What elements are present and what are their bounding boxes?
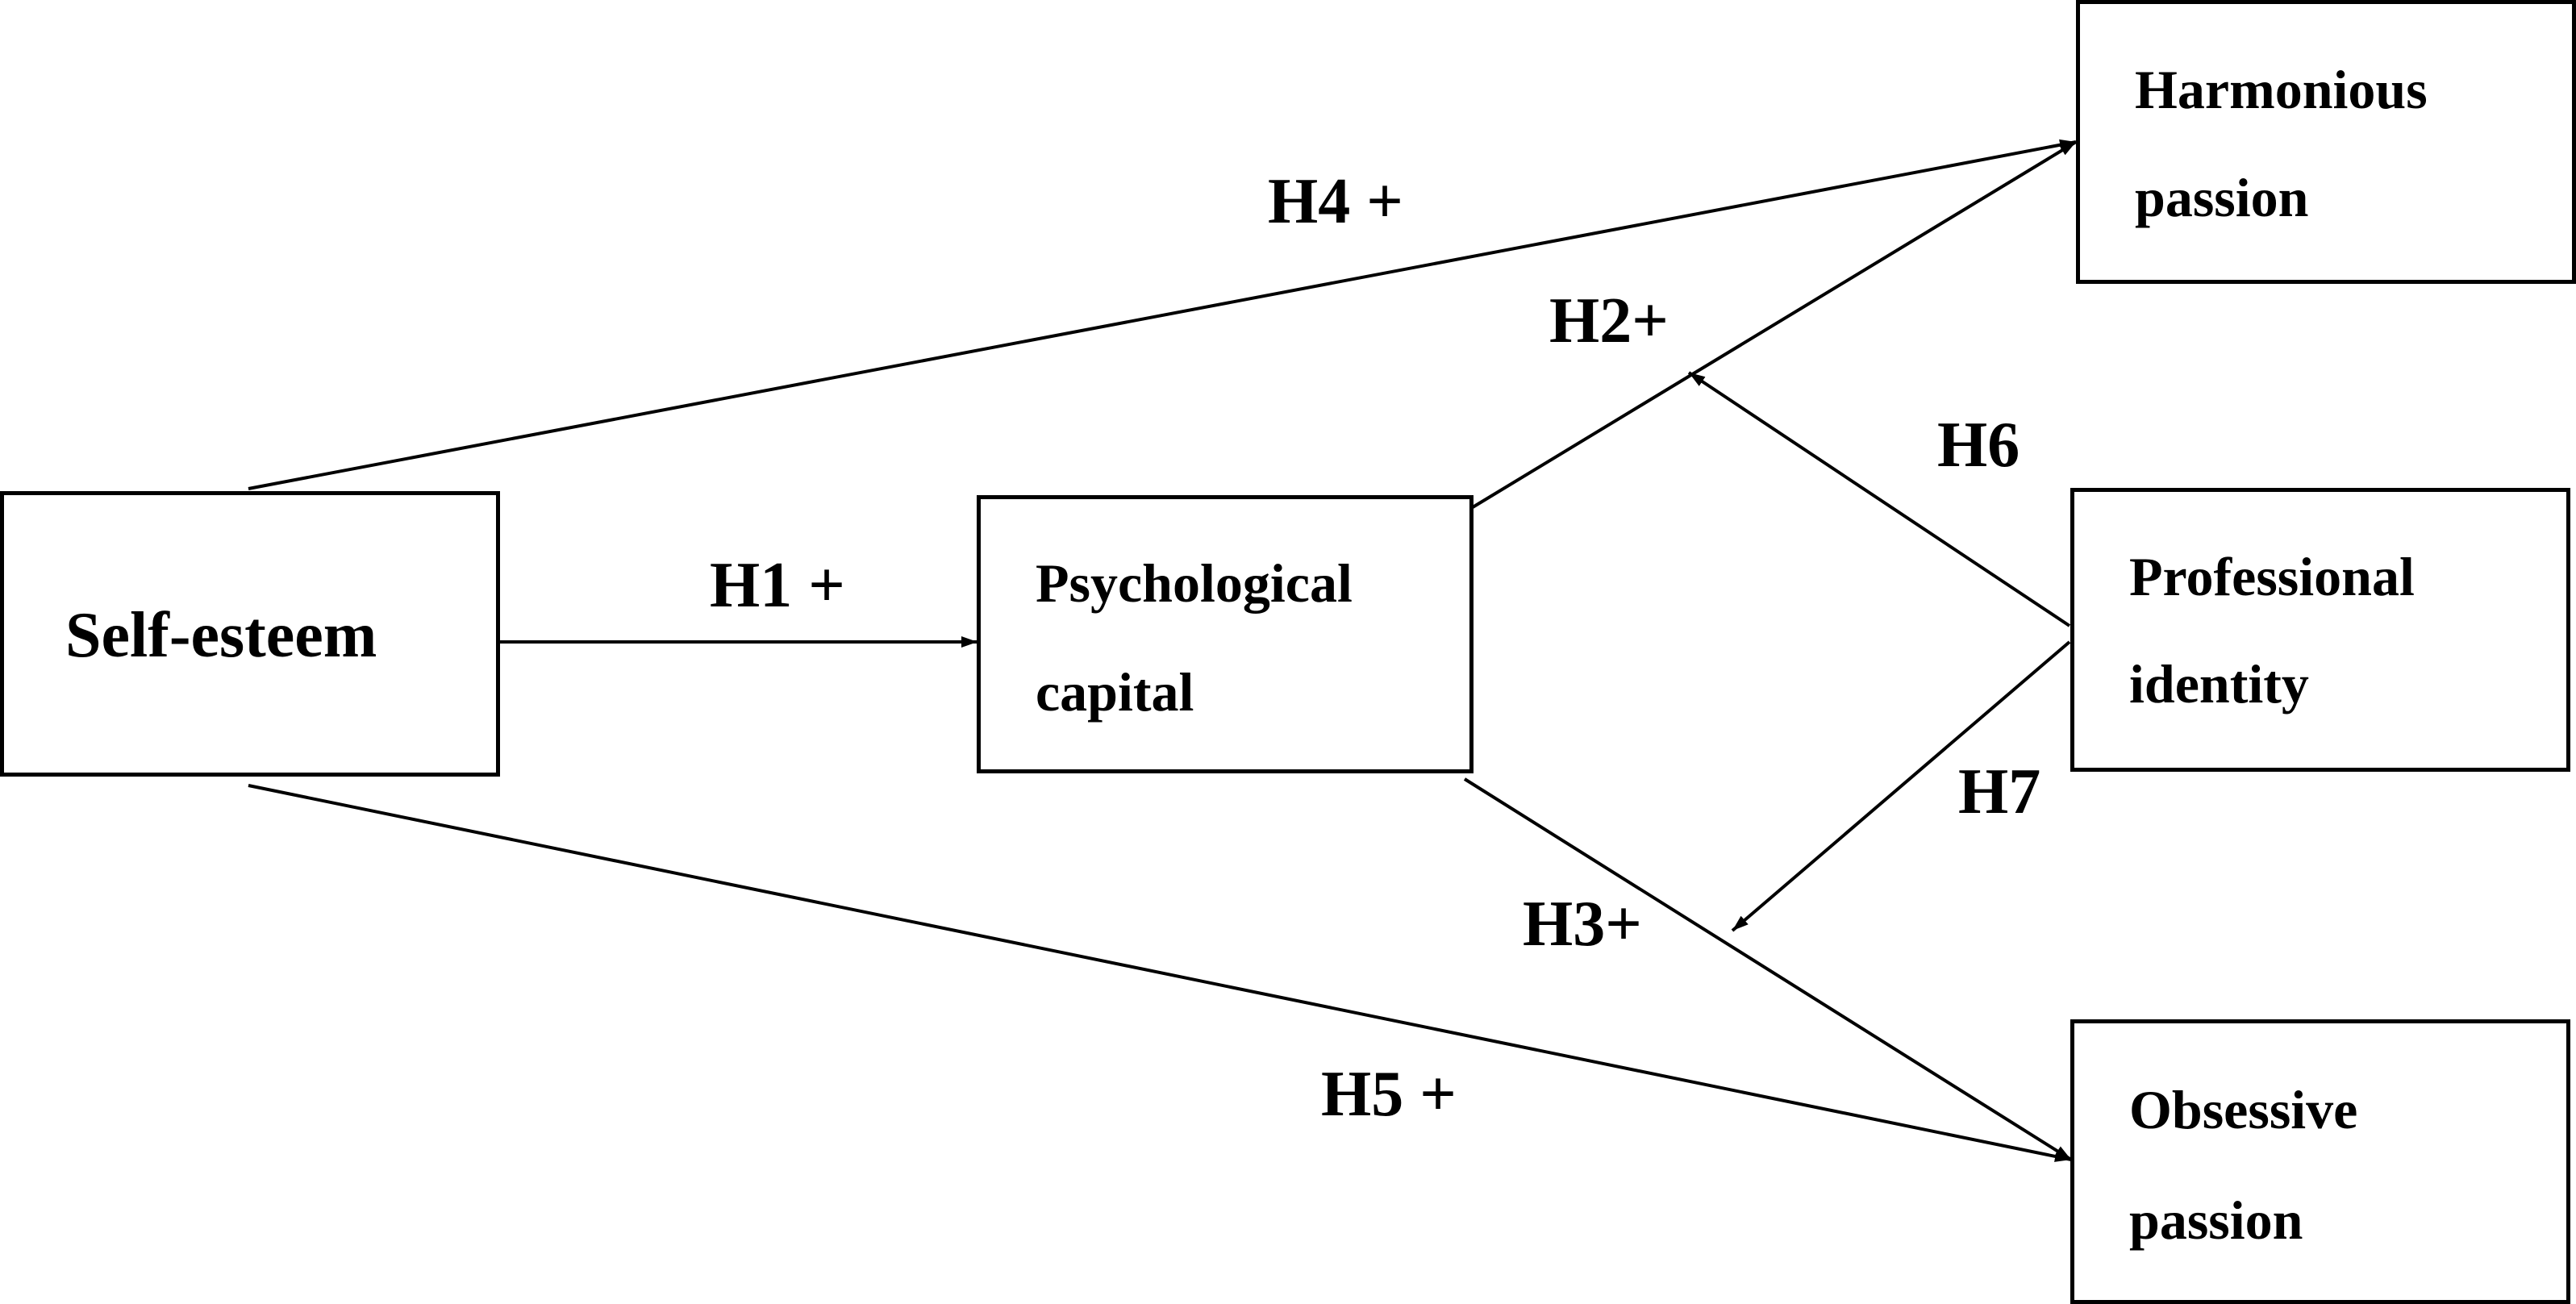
node-psychological-capital: Psychological capital: [977, 495, 1473, 773]
node-psychological-capital-line2: capital: [1036, 661, 1194, 723]
node-obsessive-passion-line1: Obsessive: [2129, 1079, 2358, 1140]
node-harmonious-passion: Harmonious passion: [2076, 0, 2576, 284]
arrow-h4-self-esteem-to-harmonious-passion: [248, 139, 2077, 490]
node-obsessive-passion: Obsessive passion: [2070, 1019, 2570, 1304]
label-h4: H4 +: [1268, 166, 1403, 237]
node-self-esteem: Self-esteem: [0, 491, 500, 777]
node-professional-identity-line2: identity: [2129, 653, 2309, 714]
label-h7: H7: [1958, 756, 2041, 827]
label-h6: H6: [1937, 410, 2020, 481]
node-psychological-capital-line1: Psychological: [1036, 552, 1353, 614]
arrow-h7-professional-identity-to-h3-path: [1731, 640, 2071, 932]
label-h5: H5 +: [1321, 1059, 1457, 1130]
node-harmonious-passion-line2: passion: [2135, 167, 2309, 228]
label-h1: H1 +: [710, 550, 845, 621]
node-professional-identity-line1: Professional: [2129, 546, 2415, 607]
arrow-h2-psychological-capital-to-harmonious-passion: [1471, 140, 2078, 509]
arrow-h3-psychological-capital-to-obsessive-passion: [1463, 777, 2073, 1161]
node-harmonious-passion-line1: Harmonious: [2135, 59, 2428, 120]
label-h2: H2+: [1549, 285, 1669, 356]
arrow-h5-self-esteem-to-obsessive-passion: [248, 784, 2072, 1162]
node-professional-identity: Professional identity: [2070, 488, 2570, 772]
node-self-esteem-label: Self-esteem: [65, 600, 377, 671]
label-h3: H3+: [1523, 889, 1642, 960]
arrow-h6-professional-identity-to-h2-path: [1687, 371, 2071, 627]
node-obsessive-passion-line2: passion: [2129, 1189, 2303, 1251]
